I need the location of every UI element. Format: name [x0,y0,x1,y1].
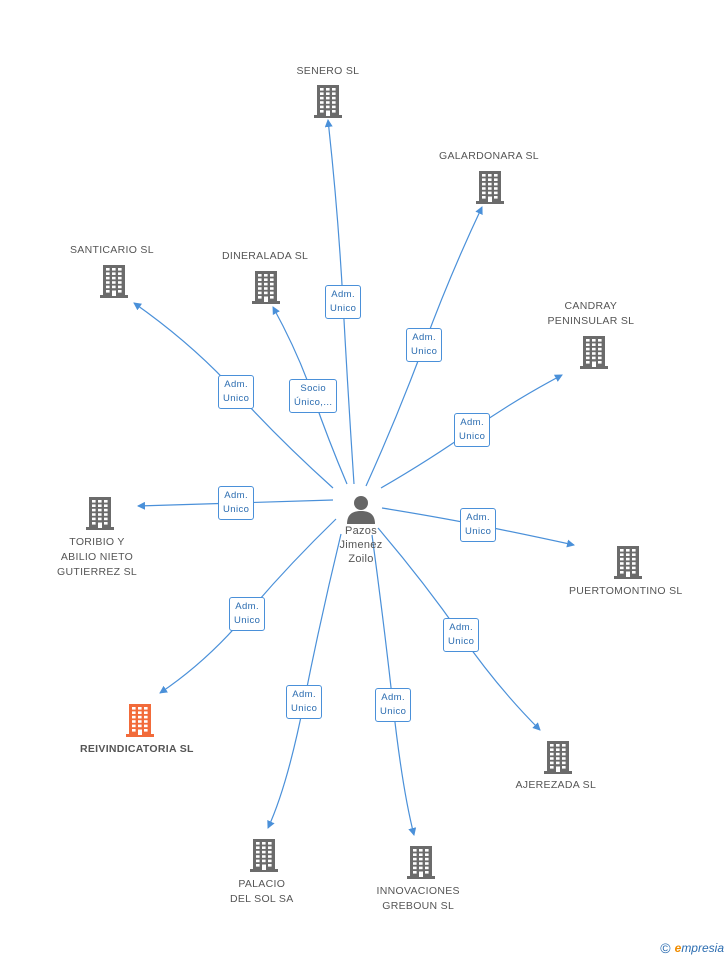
building-icon[interactable] [474,170,506,204]
person-icon [347,496,375,524]
brand-logo: empresia [674,941,724,955]
company-node-ajerezada[interactable]: AJEREZADA SL [516,778,597,793]
copyright-icon: © [660,940,671,956]
company-node-puertomontino[interactable]: PUERTOMONTINO SL [569,584,683,599]
company-name: DINERALADA SL [222,250,309,262]
company-name: AJEREZADA SL [515,779,597,791]
company-node-galardonara[interactable]: GALARDONARA SL [439,149,539,164]
building-icon[interactable] [250,270,282,304]
building-icon[interactable] [612,545,644,579]
company-name: GALARDONARA SL [439,150,539,162]
relation-label-toribio[interactable]: Adm.Unico [218,486,255,520]
relation-line-innovaciones [371,534,417,836]
building-icon[interactable] [405,845,437,879]
relation-label-innovaciones[interactable]: Adm.Unico [375,688,412,722]
building-icon[interactable] [84,496,116,530]
relation-label-palacio[interactable]: Adm.Unico [286,685,323,719]
building-icon[interactable] [248,838,280,872]
company-node-santicario[interactable]: SANTICARIO SL [70,243,154,258]
building-icon[interactable] [124,703,156,737]
relation-label-senero[interactable]: Adm.Unico [325,285,362,319]
building-icon[interactable] [578,335,610,369]
relation-label-ajerezada[interactable]: Adm.Unico [443,618,480,652]
person-node[interactable]: Pazos Jimenez Zoilo [326,494,396,566]
company-name: SENERO SL [296,65,360,77]
company-name: REIVINDICATORIA SL [80,743,194,755]
company-node-senero[interactable]: SENERO SL [297,64,360,79]
building-icon[interactable] [312,84,344,118]
footer-brand: © empresia [660,940,724,956]
company-name: PUERTOMONTINO SL [569,585,683,597]
relation-label-santicario[interactable]: Adm.Unico [218,375,255,409]
building-icon[interactable] [98,264,130,298]
relation-label-candray[interactable]: Adm.Unico [454,413,491,447]
relation-label-reivindicatoria[interactable]: Adm.Unico [229,597,266,631]
person-name: Pazos Jimenez Zoilo [339,525,383,565]
relation-label-galardonara[interactable]: Adm.Unico [406,328,443,362]
relation-label-puertomontino[interactable]: Adm.Unico [460,508,497,542]
company-node-reivindicatoria[interactable]: REIVINDICATORIA SL [80,742,194,757]
building-icon[interactable] [542,740,574,774]
company-node-dineralada[interactable]: DINERALADA SL [222,249,308,264]
company-name: SANTICARIO SL [70,244,154,256]
